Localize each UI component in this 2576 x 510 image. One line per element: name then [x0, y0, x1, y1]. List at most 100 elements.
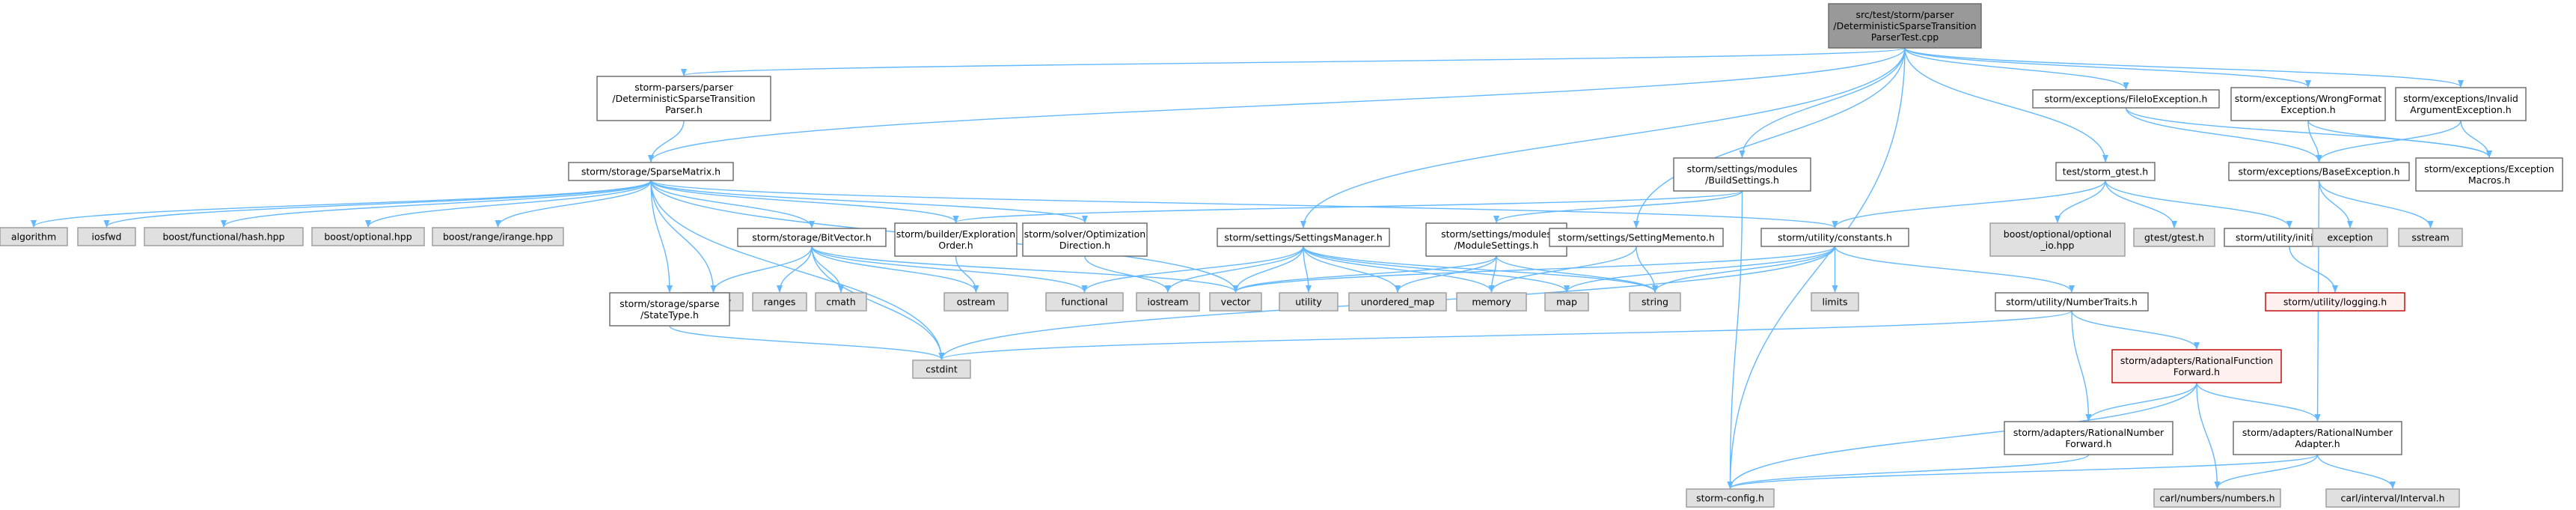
node-modulesettings[interactable]: storm/settings/modules/ModuleSettings.h — [1425, 222, 1567, 257]
node-box — [1348, 292, 1447, 312]
edge-settingsmanager-to-iostream — [1165, 246, 1304, 293]
node-label-line: string — [1642, 297, 1668, 308]
edge-rna-to-carlnumbers — [2214, 454, 2319, 489]
edge-rna-to-stormconfig — [1727, 454, 2319, 489]
node-algorithm: algorithm — [0, 227, 68, 246]
edge-settingsmanager-to-functional — [1081, 246, 1304, 293]
node-label-line: unordered_map — [1361, 297, 1435, 308]
node-box — [752, 292, 807, 312]
node-label-line: /BuildSettings.h — [1705, 174, 1779, 186]
node-box — [1811, 292, 1859, 312]
edge-sparsematrix-to-iterator — [650, 180, 717, 293]
node-functional: functional — [1045, 292, 1124, 312]
node-box — [2230, 87, 2386, 121]
node-label-line: functional — [1061, 297, 1107, 308]
edge-constants-to-string — [1652, 246, 1836, 293]
node-box — [1549, 228, 1724, 247]
node-label-line: storm/storage/SparseMatrix.h — [581, 166, 721, 177]
node-label-line: Parser.h — [665, 104, 703, 115]
edge-bitvector-to-ranges — [777, 246, 813, 293]
node-label-line: carl/interval/Interval.h — [2341, 493, 2445, 504]
node-root[interactable]: src/test/storm/parser/DeterministicSpars… — [1828, 3, 1982, 49]
edge-settingsmanager-to-string — [1303, 246, 1658, 293]
node-label-line: storm-parsers/parser — [634, 82, 733, 93]
node-box — [2395, 87, 2527, 121]
node-label-line: storm-config.h — [1696, 493, 1764, 504]
node-optional: boost/optional.hpp — [311, 227, 425, 246]
node-dstp[interactable]: storm-parsers/parser/DeterministicSparse… — [596, 76, 771, 121]
edge-root-to-fileio — [1904, 47, 2129, 90]
node-settingmemento[interactable]: storm/settings/SettingMemento.h — [1549, 228, 1724, 247]
node-label-line: Adapter.h — [2295, 438, 2340, 449]
node-map: map — [1544, 292, 1589, 312]
node-label-line: /DeterministicSparseTransition — [612, 93, 755, 104]
node-label-line: /DeterministicSparseTransition — [1833, 20, 1976, 31]
node-settingsmanager[interactable]: storm/settings/SettingsManager.h — [1217, 228, 1390, 247]
node-label-line: src/test/storm/parser — [1855, 9, 1954, 20]
node-gtest: gtest/gtest.h — [2133, 228, 2215, 247]
node-box — [144, 227, 304, 246]
node-label-line: boost/range/irange.hpp — [443, 231, 553, 243]
node-iostream: iostream — [1136, 292, 1200, 312]
edge-root-to-wrongformat — [1904, 47, 2311, 88]
node-label-line: storm/exceptions/Invalid — [2403, 93, 2518, 104]
edge-constants-to-map — [1564, 246, 1836, 293]
node-sstream: sstream — [2398, 228, 2463, 247]
node-constants[interactable]: storm/utility/constants.h — [1760, 228, 1909, 247]
node-bitvector[interactable]: storm/storage/BitVector.h — [737, 228, 887, 247]
node-box — [1136, 292, 1200, 312]
node-vector: vector — [1209, 292, 1262, 312]
edge-dstp-to-sparsematrix — [648, 120, 685, 163]
node-invalidarg[interactable]: storm/exceptions/InvalidArgumentExceptio… — [2395, 87, 2527, 121]
node-label-line: ostream — [957, 297, 995, 308]
node-box — [2032, 89, 2220, 109]
node-numbertraits[interactable]: storm/utility/NumberTraits.h — [1995, 292, 2149, 312]
edge-constants-to-numbertraits — [1834, 246, 2075, 293]
edge-sparsematrix-to-irange — [495, 180, 652, 228]
node-logging[interactable]: storm/utility/logging.h — [2265, 292, 2405, 312]
edge-root-to-dstp — [681, 47, 1906, 76]
node-label-line: storm/exceptions/WrongFormat — [2235, 93, 2381, 104]
edge-statetype-to-cstdint — [669, 325, 945, 360]
edge-settingsmanager-to-unordered_map — [1303, 246, 1401, 293]
edge-constants-to-vector — [1232, 246, 1836, 293]
edge-root-to-settingsmanager — [1300, 47, 1906, 228]
node-label-line: storm/builder/Exploration — [896, 228, 1015, 240]
node-statetype[interactable]: storm/storage/sparse/StateType.h — [609, 292, 730, 327]
node-stormgtest[interactable]: test/storm_gtest.h — [2055, 162, 2156, 181]
node-baseexc[interactable]: storm/exceptions/BaseException.h — [2228, 162, 2410, 181]
edge-root-to-invalidarg — [1904, 47, 2464, 88]
node-box — [1828, 3, 1982, 49]
node-box — [77, 227, 136, 246]
node-stormconfig: storm-config.h — [1686, 488, 1775, 508]
node-box — [2398, 228, 2463, 247]
node-fileio[interactable]: storm/exceptions/FileIoException.h — [2032, 89, 2220, 109]
edge-modulesettings-to-unordered_map — [1395, 255, 1497, 293]
edge-sparsematrix-to-exploration — [650, 180, 959, 223]
edge-root-to-settingmemento — [1633, 47, 1906, 228]
edge-bitvector-to-ostream — [811, 246, 979, 293]
node-box — [1686, 488, 1775, 508]
edge-rnf-to-stormconfig — [1727, 454, 2090, 489]
edge-rff-to-stormconfig — [1727, 382, 2197, 489]
node-iosfwd: iosfwd — [77, 227, 136, 246]
node-box — [737, 228, 887, 247]
node-label-line: sstream — [2411, 232, 2449, 243]
node-box — [609, 292, 730, 327]
edge-numbertraits-to-rnf — [2071, 310, 2092, 422]
node-cstdint: cstdint — [912, 359, 971, 379]
node-sparsematrix[interactable]: storm/storage/SparseMatrix.h — [568, 162, 734, 181]
node-buildsettings[interactable]: storm/settings/modules/BuildSettings.h — [1673, 157, 1811, 192]
edge-numbertraits-to-rff — [2071, 310, 2200, 350]
node-box — [1760, 228, 1909, 247]
node-label-line: boost/optional/optional — [2004, 228, 2111, 240]
edge-settingmemento-to-memory — [1488, 246, 1637, 293]
edge-stormgtest-to-gtest — [2105, 180, 2177, 228]
